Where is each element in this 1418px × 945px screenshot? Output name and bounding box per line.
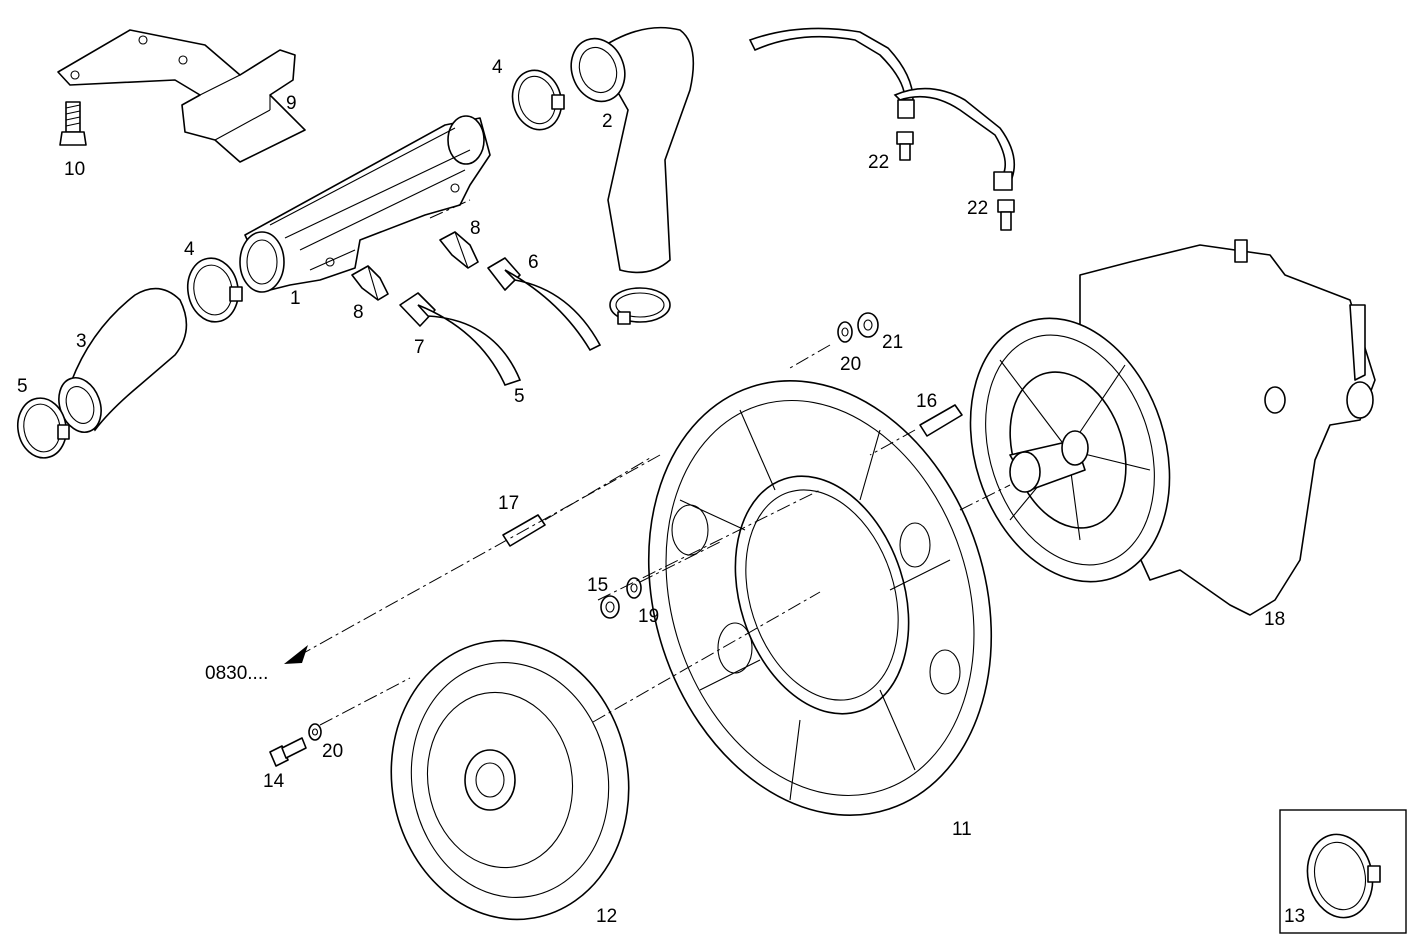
shaft-spline[interactable] xyxy=(1009,430,1089,493)
washer-part-20-lower[interactable] xyxy=(308,723,322,741)
washer-part-19[interactable] xyxy=(626,577,642,599)
callout-5-right: 5 xyxy=(514,386,525,407)
gearbox-part-18[interactable] xyxy=(938,239,1376,616)
callout-18: 18 xyxy=(1264,609,1285,630)
nut-part-21[interactable] xyxy=(857,312,879,338)
callout-22-upper: 22 xyxy=(868,152,889,173)
callout-7: 7 xyxy=(414,337,425,358)
stud-part-16[interactable] xyxy=(919,404,963,437)
callout-6: 6 xyxy=(528,252,539,273)
callout-9: 9 xyxy=(286,93,297,114)
callout-3: 3 xyxy=(76,331,87,352)
callout-17: 17 xyxy=(498,493,519,514)
callout-14: 14 xyxy=(263,771,285,792)
callout-8-upper: 8 xyxy=(470,218,481,239)
fitting-part-8-upper[interactable] xyxy=(439,231,479,269)
clamp-lower-hose-2[interactable] xyxy=(609,287,671,325)
bracket-part-9[interactable] xyxy=(57,29,306,163)
hose-part-6[interactable] xyxy=(487,257,602,352)
callout-11: 11 xyxy=(952,819,972,840)
callout-20-lower: 20 xyxy=(322,741,343,762)
washer-part-20-upper[interactable] xyxy=(837,321,853,343)
hose-part-7[interactable] xyxy=(399,292,522,386)
callout-10: 10 xyxy=(64,159,85,180)
clamp-part-4-upper[interactable] xyxy=(506,65,568,135)
fitting-part-8-lower[interactable] xyxy=(351,265,389,301)
callout-19: 19 xyxy=(638,606,659,627)
clamp-part-4-lower[interactable] xyxy=(183,254,243,326)
callout-1: 1 xyxy=(290,288,301,309)
reference-arrow xyxy=(284,645,308,664)
clamp-part-5-left[interactable] xyxy=(13,394,71,461)
inset-box-part-13[interactable] xyxy=(1279,809,1407,934)
reference-label: 0830.... xyxy=(205,663,268,684)
callout-2: 2 xyxy=(602,111,613,132)
bolt-part-14[interactable] xyxy=(269,737,307,767)
callout-labels: 1 2 3 4 4 5 5 6 7 8 8 9 10 11 12 13 14 1… xyxy=(17,57,1305,927)
cooler-part-1[interactable] xyxy=(239,115,491,293)
flange-part-11[interactable] xyxy=(594,336,1045,860)
cover-part-12[interactable] xyxy=(369,622,650,939)
callout-22-lower: 22 xyxy=(967,198,988,219)
callout-12: 12 xyxy=(596,906,617,927)
callout-15: 15 xyxy=(587,575,608,596)
callout-4-upper: 4 xyxy=(492,57,503,78)
bolt-part-10[interactable] xyxy=(59,101,87,146)
callout-5-left: 5 xyxy=(17,376,28,397)
fitting-part-22-upper[interactable] xyxy=(896,131,914,161)
callout-13: 13 xyxy=(1284,906,1305,927)
fitting-part-22-lower[interactable] xyxy=(997,199,1015,231)
assembly-leader-lines xyxy=(299,199,1011,726)
callout-16: 16 xyxy=(916,391,937,412)
nut-part-15[interactable] xyxy=(600,595,620,619)
callout-8-lower: 8 xyxy=(353,302,364,323)
hose-part-2[interactable] xyxy=(563,26,695,274)
callout-20-upper: 20 xyxy=(840,354,861,375)
pipe-assembly[interactable] xyxy=(748,27,1016,191)
callout-4-lower: 4 xyxy=(184,239,195,260)
callout-21: 21 xyxy=(882,332,903,353)
hose-part-3[interactable] xyxy=(52,287,188,439)
